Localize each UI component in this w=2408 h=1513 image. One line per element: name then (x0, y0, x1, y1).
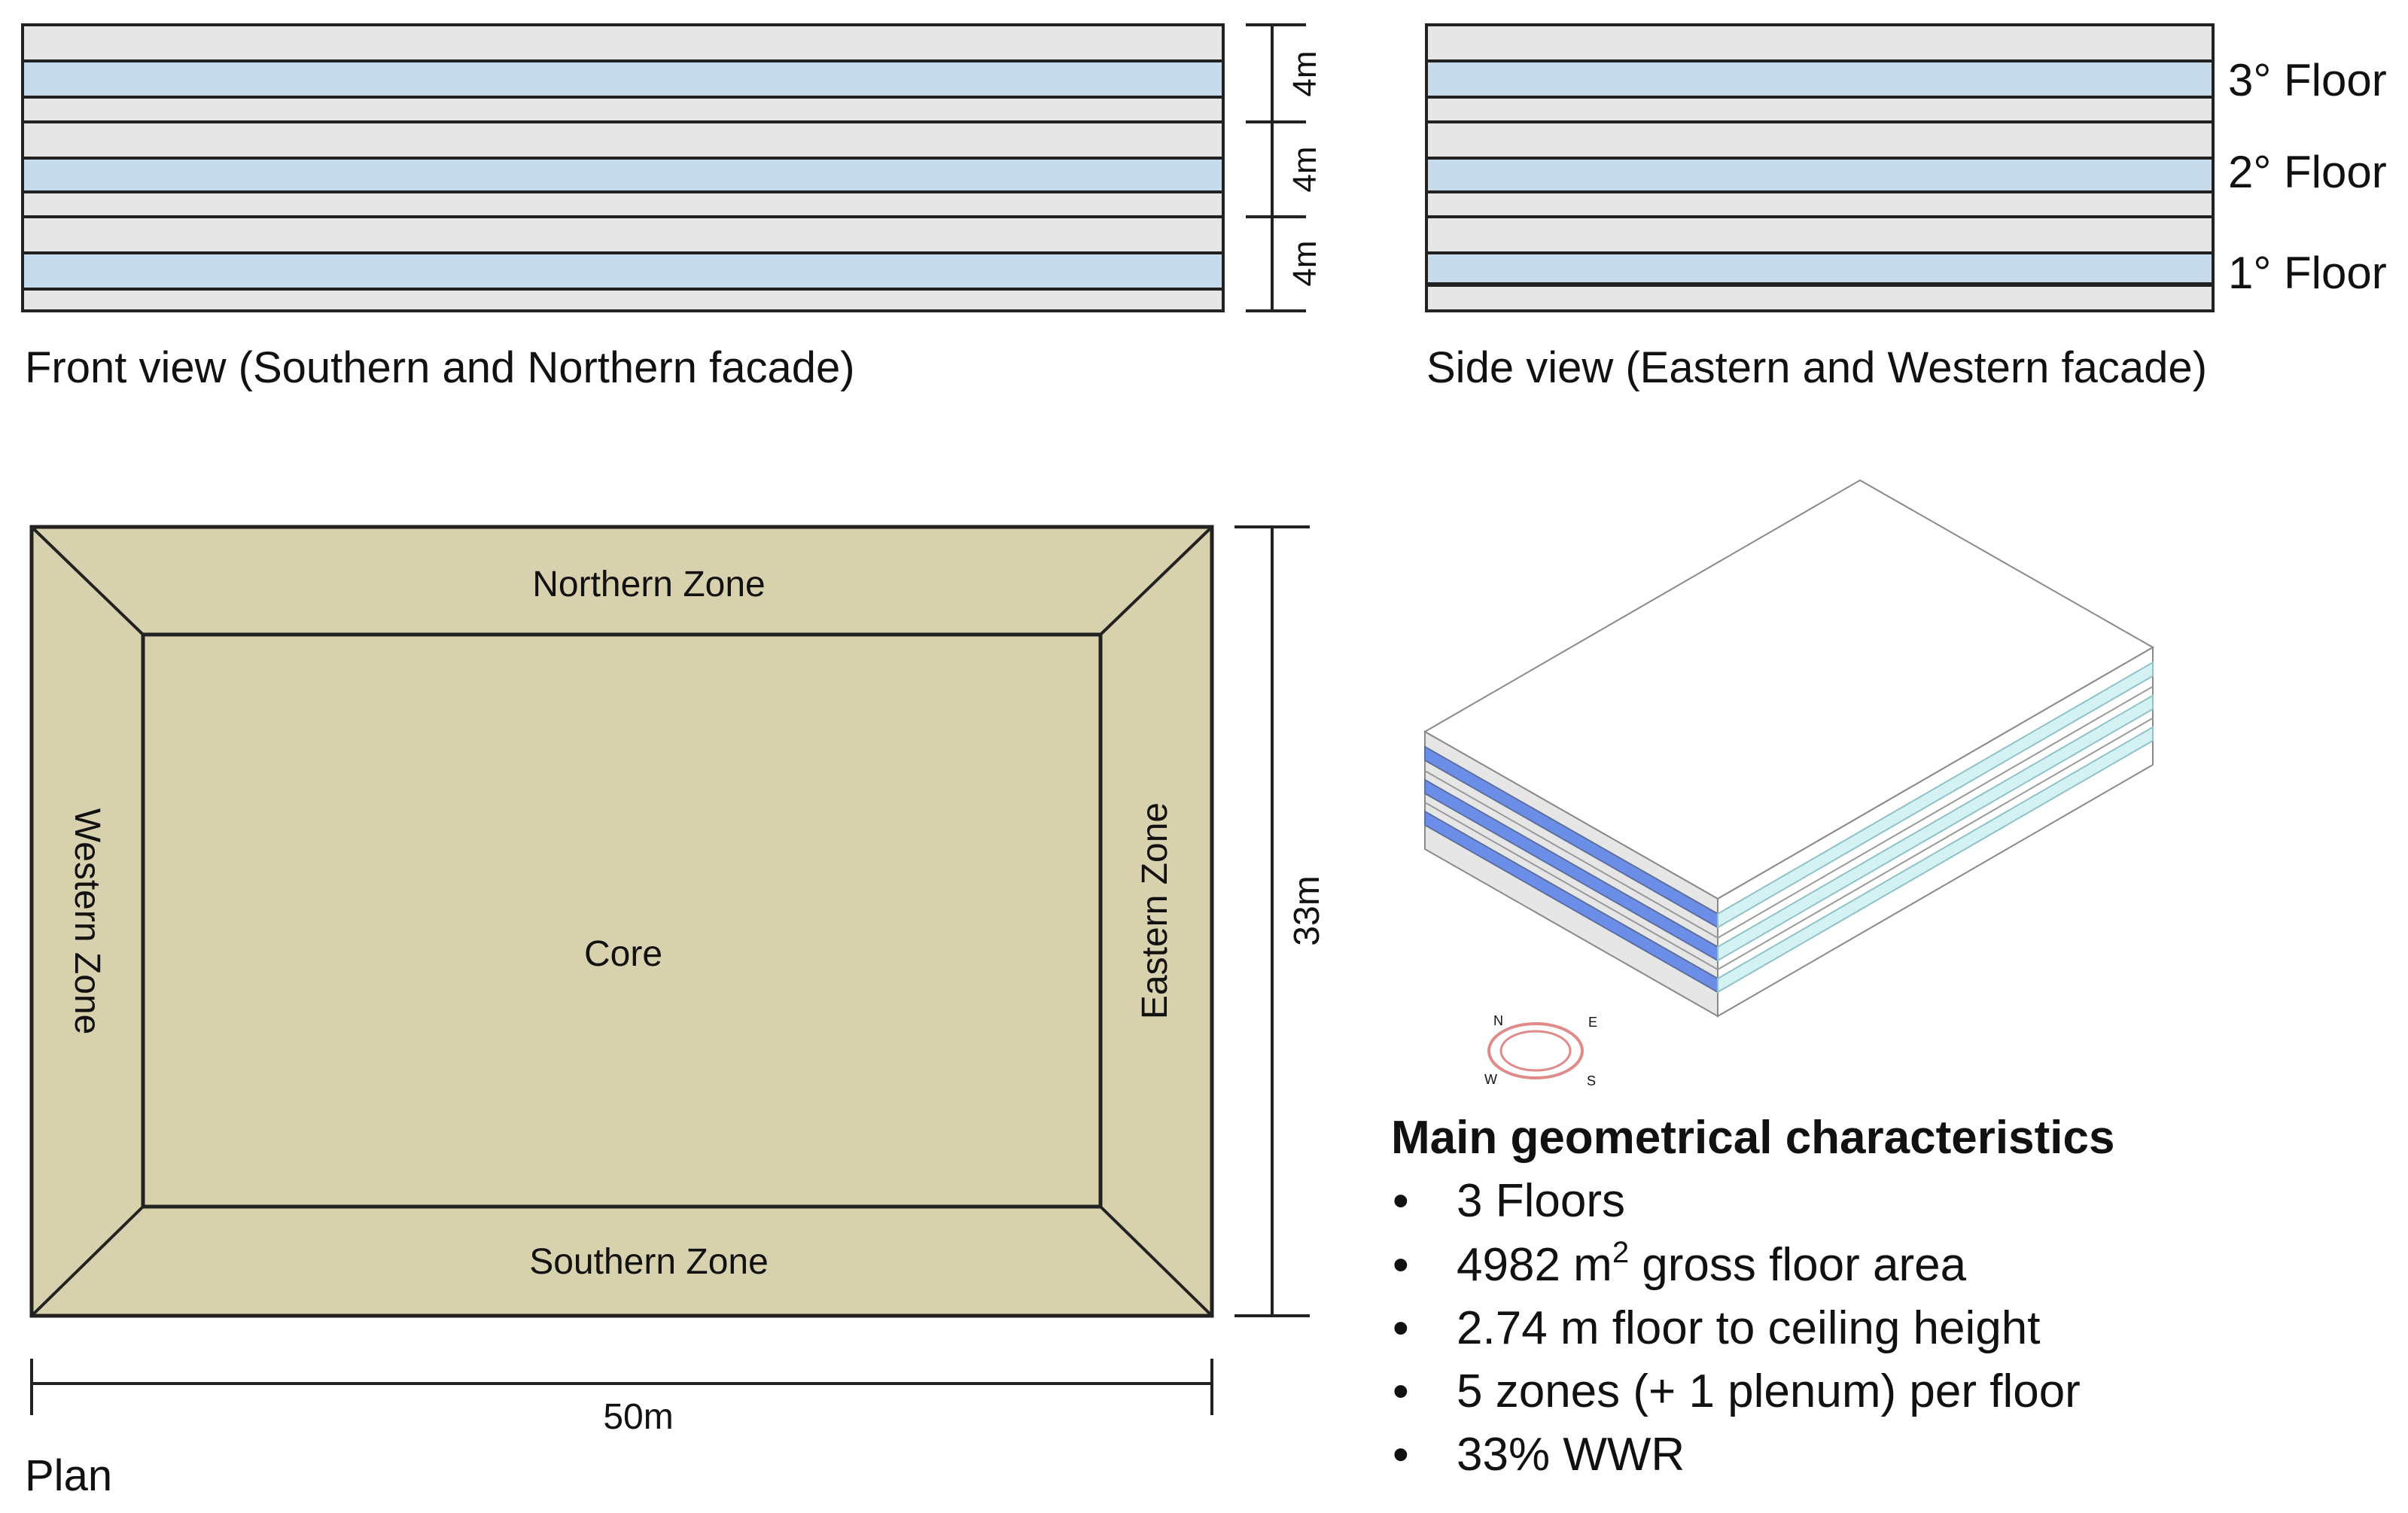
list-item: • 3 Floors (1393, 1175, 1625, 1227)
plan-width-dimension (30, 1359, 1213, 1415)
front-band-wall (23, 97, 1223, 122)
front-view-outline (21, 23, 1225, 312)
side-band-wall (1426, 285, 2213, 311)
front-band-wall (23, 25, 1223, 61)
plan-zone-dividers (30, 525, 1213, 1317)
side-view-outline (1425, 23, 2215, 312)
side-view-caption: Side view (Eastern and Western facade) (1426, 343, 2207, 392)
side-band-wall (1426, 97, 2213, 122)
plan-view: Northern Zone Southern Zone Core Western… (25, 525, 1327, 1500)
characteristics-panel: Main geometrical characteristics • 3 Flo… (1391, 1112, 2114, 1481)
side-band-window (1426, 253, 2213, 285)
characteristics-title: Main geometrical characteristics (1391, 1112, 2114, 1164)
compass-ring-outer (1487, 1022, 1584, 1079)
compass-icon: N E S W (1484, 1013, 1597, 1088)
floor-label-2: 2° Floor (2228, 147, 2387, 197)
bullet: • (1393, 1302, 1409, 1354)
iso-left-windows (1424, 745, 1718, 994)
dimension-label-middle: 4m (1286, 146, 1323, 192)
core-label: Core (584, 934, 662, 974)
front-view-caption: Front view (Southern and Northern facade… (25, 343, 855, 392)
bullet: • (1393, 1365, 1409, 1417)
iso-floor-lines (1424, 686, 2154, 971)
plan-depth-dimension (1234, 525, 1310, 1317)
compass-w-label: W (1484, 1072, 1497, 1087)
floor-label-1: 1° Floor (2228, 248, 2387, 298)
side-view: 3° Floor 2° Floor 1° Floor Side view (Ea… (1425, 23, 2387, 392)
list-item: • 4982 m2 gross floor area (1393, 1236, 1967, 1291)
side-band-wall (1426, 192, 2213, 217)
front-band-wall (23, 122, 1223, 158)
list-item: • 2.74 m floor to ceiling height (1393, 1302, 2040, 1354)
western-zone-label: Western Zone (67, 808, 107, 1035)
characteristic-area: 4982 m2 gross floor area (1457, 1236, 1967, 1291)
plan-caption: Plan (25, 1451, 112, 1500)
front-band-window (23, 253, 1223, 289)
front-view-bands (23, 25, 1223, 311)
characteristic-height: 2.74 m floor to ceiling height (1457, 1302, 2040, 1354)
side-band-wall (1426, 25, 2213, 61)
characteristic-wwr: 33% WWR (1457, 1429, 1685, 1481)
floor-label-3: 3° Floor (2228, 55, 2387, 105)
bullet: • (1393, 1175, 1409, 1227)
front-band-wall (23, 289, 1223, 311)
characteristic-floors: 3 Floors (1457, 1175, 1625, 1227)
eastern-zone-label: Eastern Zone (1135, 802, 1175, 1019)
compass-n-label: N (1493, 1013, 1503, 1028)
front-height-dimension (1246, 23, 1306, 312)
compass-s-label: S (1587, 1073, 1596, 1088)
front-band-window (23, 158, 1223, 192)
bullet: • (1393, 1239, 1409, 1291)
bullet: • (1393, 1429, 1409, 1481)
depth-dimension-label: 33m (1287, 875, 1327, 945)
side-view-bands (1426, 25, 2213, 311)
front-band-wall (23, 192, 1223, 217)
dimension-label-top: 4m (1286, 50, 1323, 96)
side-band-window (1426, 61, 2213, 97)
side-band-wall (1426, 217, 2213, 253)
compass-e-label: E (1588, 1015, 1597, 1030)
characteristic-zones: 5 zones (+ 1 plenum) per floor (1457, 1365, 2081, 1417)
plan-core (141, 632, 1103, 1209)
compass-ring-inner (1499, 1030, 1572, 1072)
side-band-window (1426, 158, 2213, 192)
southern-zone-label: Southern Zone (529, 1242, 769, 1282)
iso-right-windows (1717, 661, 2154, 994)
northern-zone-label: Northern Zone (532, 565, 766, 604)
side-band-wall (1426, 122, 2213, 158)
front-view: 4m 4m 4m Front view (Southern and Northe… (21, 23, 1323, 392)
list-item: • 5 zones (+ 1 plenum) per floor (1393, 1365, 2081, 1417)
isometric-building (1423, 479, 2155, 1018)
list-item: • 33% WWR (1393, 1429, 1685, 1481)
width-dimension-label: 50m (603, 1397, 673, 1437)
front-band-wall (23, 217, 1223, 253)
front-band-window (23, 61, 1223, 97)
dimension-label-bottom: 4m (1286, 240, 1323, 286)
